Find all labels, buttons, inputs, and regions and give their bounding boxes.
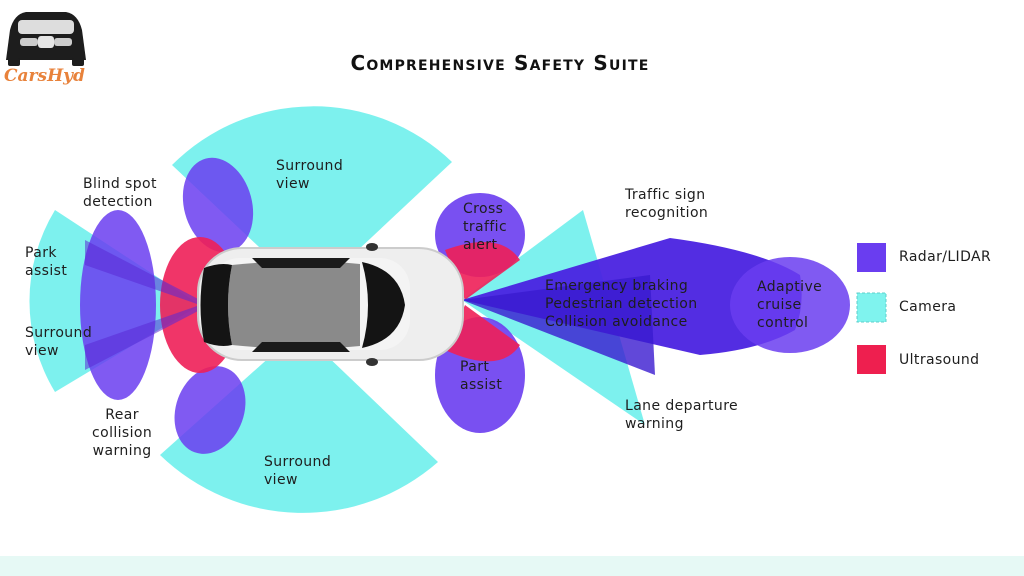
label-front-park-assist: Part assist xyxy=(460,359,503,393)
label-cross-traffic: Cross traffic alert xyxy=(463,201,508,253)
brand-name: CarsHyd xyxy=(4,66,85,86)
radar-blind-spot-zone xyxy=(182,157,254,253)
label-emergency-braking: Emergency braking Pedestrian detection C… xyxy=(545,278,698,330)
camera-surround-top-zone xyxy=(172,106,452,295)
page-title: Comprehensive Safety Suite xyxy=(350,51,650,75)
legend-swatch-ultrasound xyxy=(857,345,886,374)
legend-swatch-radar xyxy=(857,243,886,272)
label-lane-departure: Lane departure warning xyxy=(625,398,739,432)
legend-label-radar: Radar/LIDAR xyxy=(899,249,992,265)
label-surround-view-top: Surround view xyxy=(276,158,344,192)
car-top-view xyxy=(197,243,464,366)
car-front-icon xyxy=(6,12,86,66)
label-rear-collision: Rear collision warning xyxy=(92,407,153,459)
camera-surround-bottom-zone xyxy=(160,330,438,513)
label-surround-view-left: Surround view xyxy=(25,325,93,359)
label-adaptive-cruise: Adaptive cruise control xyxy=(757,279,823,331)
ultrasound-front-zone xyxy=(445,242,520,362)
radar-adaptive-cruise-zone xyxy=(730,257,850,353)
radar-rear-side-zone xyxy=(174,366,246,454)
legend-swatch-camera xyxy=(856,292,887,323)
legend-label-camera: Camera xyxy=(899,299,957,315)
legend-label-ultrasound: Ultrasound xyxy=(899,352,980,368)
label-park-assist: Park assist xyxy=(25,245,68,279)
radar-rear-zone xyxy=(80,210,156,400)
label-surround-view-bottom: Surround view xyxy=(264,454,332,488)
bottom-band xyxy=(0,556,1024,576)
radar-rear-beams xyxy=(85,240,200,370)
label-traffic-sign: Traffic sign recognition xyxy=(625,187,709,221)
label-blind-spot: Blind spot detection xyxy=(83,176,157,210)
radar-mid-range-zone xyxy=(462,275,655,375)
